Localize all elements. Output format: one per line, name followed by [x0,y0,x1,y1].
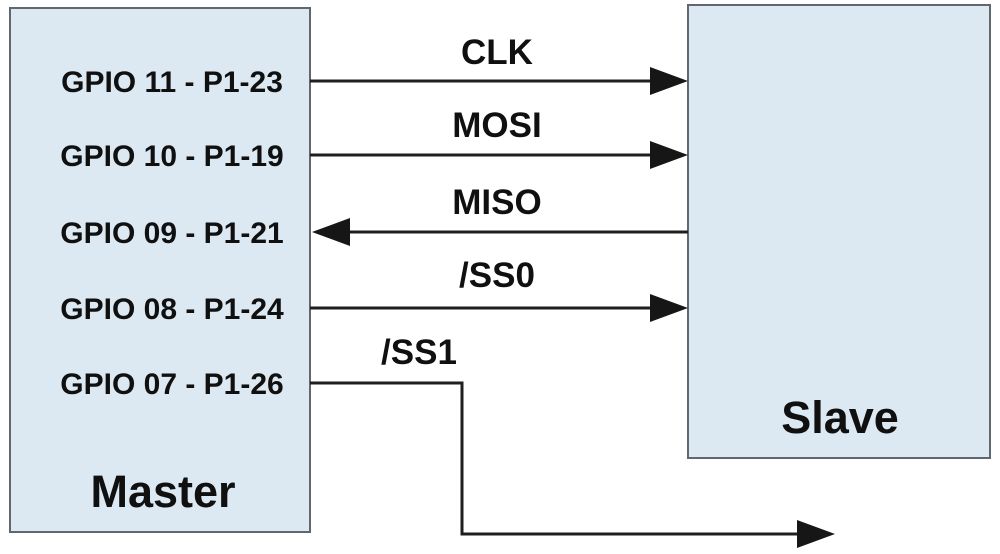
clk-arrowhead-icon [650,67,688,95]
signal-label-mosi: MOSI [452,106,541,145]
signal-label-ss1: /SS1 [381,333,457,372]
pin-label-gpio08: GPIO 08 - P1-24 [60,293,284,326]
slave-box [687,4,991,459]
master-box-title: Master [90,466,235,517]
pin-label-gpio11: GPIO 11 - P1-23 [61,66,283,99]
signal-label-ss0: /SS0 [459,256,535,295]
slave-box-title: Slave [781,392,899,443]
master-box [9,7,311,533]
pin-label-gpio07: GPIO 07 - P1-26 [60,368,283,401]
pin-label-gpio10: GPIO 10 - P1-19 [60,140,283,173]
ss0-arrowhead-icon [650,294,688,322]
wire-ss1 [310,381,800,536]
ss1-arrowhead-icon [797,520,835,548]
signal-label-clk: CLK [461,33,533,72]
pin-label-gpio09: GPIO 09 - P1-21 [60,217,283,250]
mosi-arrowhead-icon [650,141,688,169]
miso-arrowhead-icon [312,218,350,246]
signal-label-miso: MISO [452,183,541,222]
